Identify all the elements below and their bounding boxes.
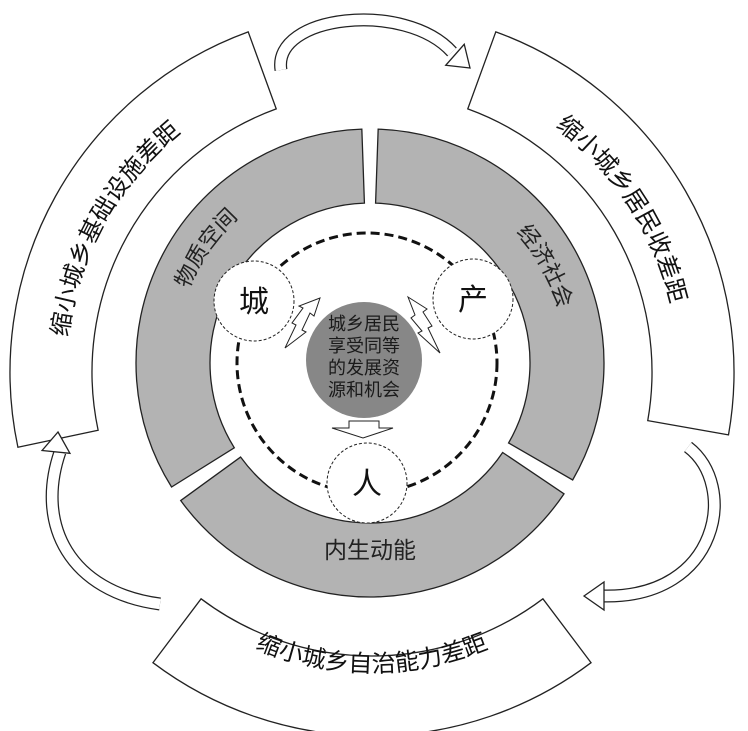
- node-city: 城: [213, 260, 295, 342]
- node-city-label: 城: [239, 285, 269, 320]
- cycle-arrow-right-icon: [582, 441, 721, 612]
- cycle-arrow-top-icon: [274, 13, 471, 72]
- node-industry-label: 产: [458, 283, 488, 318]
- core-line-3: 的发展资: [328, 358, 400, 379]
- outer-segment-autonomy: [152, 597, 592, 731]
- arrow-to-people-icon: [331, 420, 394, 439]
- core-line-2: 享受同等: [328, 336, 400, 357]
- outer-segment-infrastructure: [9, 30, 278, 449]
- core-line-4: 源和机会: [328, 380, 400, 401]
- cycle-arrow-left-icon: [40, 430, 161, 611]
- inner-segment-economy-society: [374, 128, 605, 481]
- inner-segment-endogenous-power: [179, 451, 565, 598]
- node-people-label: 人: [352, 467, 382, 502]
- core-line-1: 城乡居民: [328, 314, 400, 335]
- arrow-to-city-icon: [284, 297, 321, 349]
- core-circle: 城乡居民 享受同等 的发展资 源和机会: [306, 302, 422, 418]
- inner-label-endogenous-power: 内生动能: [324, 538, 416, 564]
- inner-segment-physical-space: [135, 128, 366, 488]
- arrow-to-industry-icon: [406, 295, 441, 354]
- outer-segment-income: [466, 30, 735, 436]
- node-industry: 产: [432, 258, 514, 340]
- node-people: 人: [326, 442, 408, 524]
